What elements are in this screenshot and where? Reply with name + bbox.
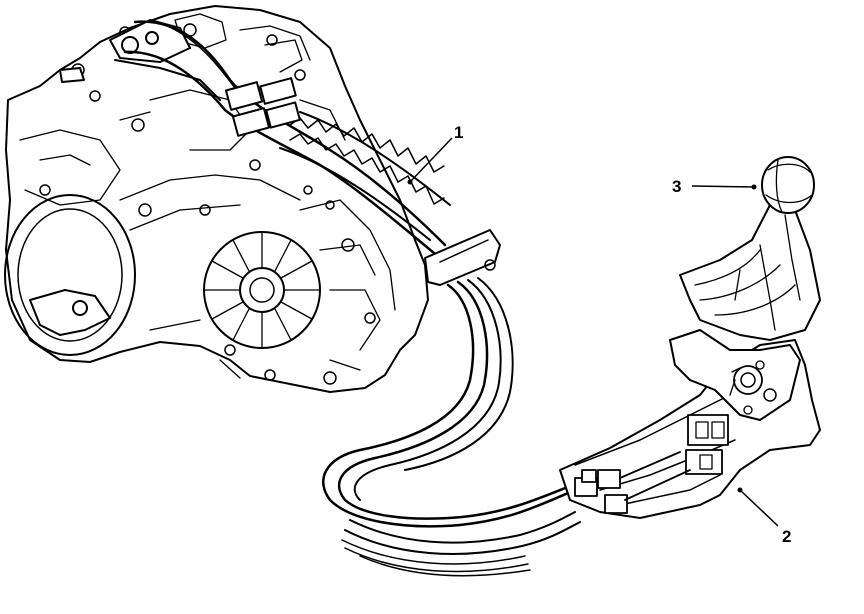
gear-shift-lever-assembly [559, 204, 821, 519]
transmission-housing [4, 5, 429, 393]
callout-2: 2 [737, 487, 791, 546]
callout-3: 3 [672, 177, 757, 196]
callout-label-3: 3 [672, 177, 681, 196]
callout-1: 1 [407, 123, 463, 185]
callout-label-2: 2 [782, 527, 791, 546]
callout-label-1: 1 [454, 123, 463, 142]
shift-knob [761, 156, 815, 214]
shift-cable-pair [123, 19, 582, 577]
